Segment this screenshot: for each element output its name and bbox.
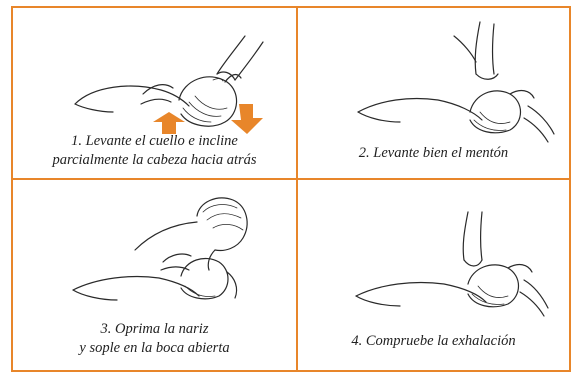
panel-1-caption-line-2: parcialmente la cabeza hacia atrás [13,151,296,170]
panel-2-caption-line-1: 2. Levante bien el mentón [298,144,569,163]
panel-2-caption: 2. Levante bien el mentón [298,144,569,163]
panel-1-caption-line-1: 1. Levante el cuello e incline [13,132,296,151]
panel-3-caption: 3. Oprima la nariz y sople en la boca ab… [13,320,296,358]
panel-step-2: 2. Levante bien el mentón [298,8,569,178]
panel-step-1: 1. Levante el cuello e incline parcialme… [13,8,296,178]
panel-step-3: 3. Oprima la nariz y sople en la boca ab… [13,180,296,370]
panel-3-caption-line-1: 3. Oprima la nariz [13,320,296,339]
panel-4-caption-line-1: 4. Compruebe la exhalación [298,332,569,351]
up-arrow-icon [153,112,185,134]
panel-step-4: 4. Compruebe la exhalación [298,180,569,370]
panel-4-caption: 4. Compruebe la exhalación [298,332,569,351]
panel-1-caption: 1. Levante el cuello e incline parcialme… [13,132,296,170]
panel-3-caption-line-2: y sople en la boca abierta [13,339,296,358]
